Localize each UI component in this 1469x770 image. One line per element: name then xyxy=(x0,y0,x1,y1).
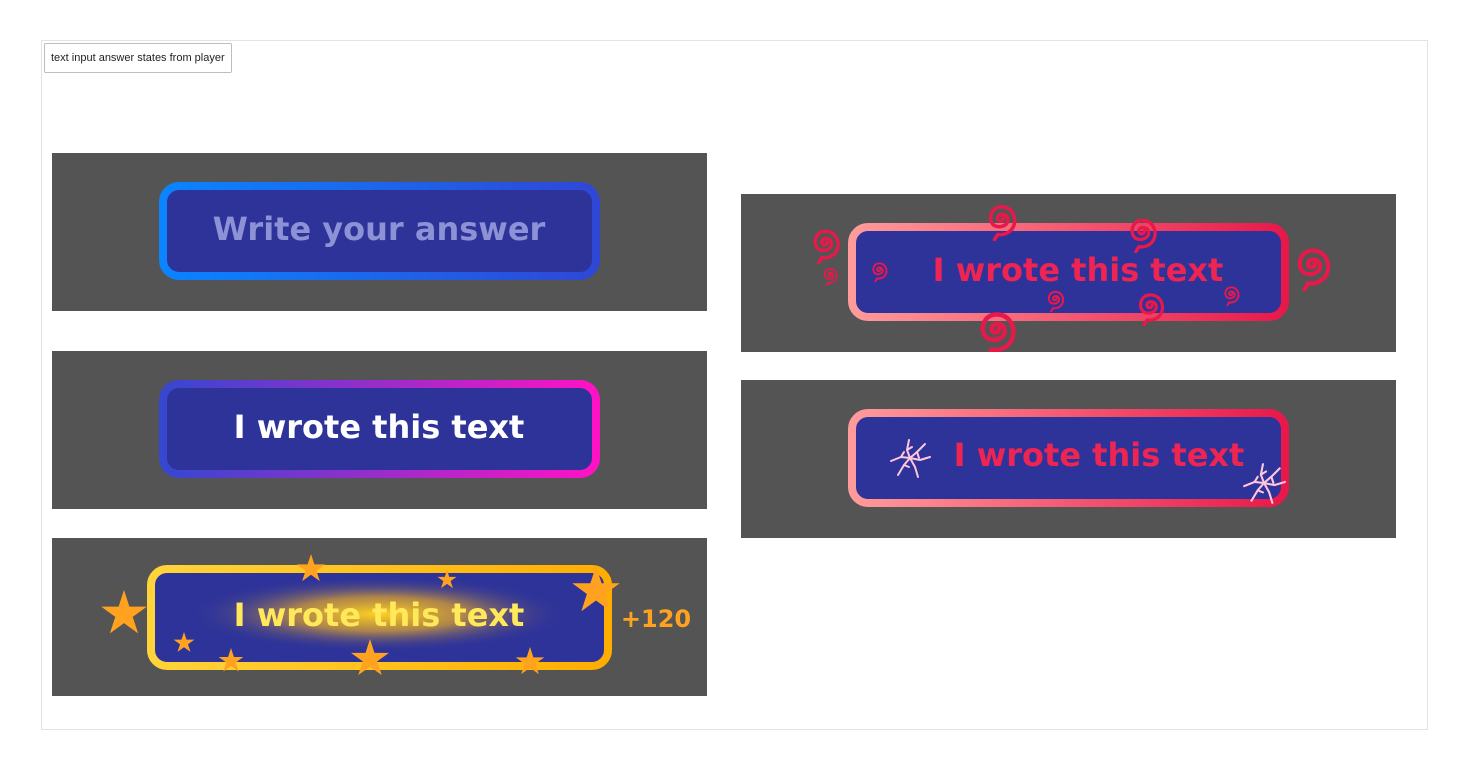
broken-state-graphic: I wrote this text xyxy=(848,409,1289,507)
wrong-answer-input[interactable] xyxy=(848,223,1289,321)
wrong-answer-text: I wrote this text xyxy=(933,251,1224,289)
wrong-state-panel: I wrote this text xyxy=(741,194,1396,352)
typed-answer-text: I wrote this text xyxy=(234,408,525,446)
correct-state-panel: I wrote this text +120 xyxy=(52,538,707,696)
empty-answer-placeholder: Write your answer xyxy=(213,210,546,248)
broken-state-panel: I wrote this text xyxy=(741,380,1396,538)
spiral-icon xyxy=(1300,251,1328,290)
empty-answer-input[interactable] xyxy=(159,182,600,280)
empty-state-panel: Write your answer xyxy=(52,153,707,311)
spiral-icon xyxy=(823,268,838,286)
typed-state-graphic: I wrote this text xyxy=(159,380,600,478)
correct-state-graphic: I wrote this text +120 xyxy=(101,554,691,676)
star-icon xyxy=(101,590,147,634)
typed-answer-input[interactable] xyxy=(159,380,600,478)
broken-answer-input[interactable] xyxy=(848,409,1289,507)
score-bonus-label: +120 xyxy=(621,605,691,633)
correct-answer-text: I wrote this text xyxy=(234,596,525,634)
empty-state-graphic: Write your answer xyxy=(159,182,600,280)
frame-label: text input answer states from player xyxy=(44,43,232,73)
spiral-icon xyxy=(813,229,840,264)
broken-answer-text: I wrote this text xyxy=(954,436,1245,474)
wrong-state-graphic: I wrote this text xyxy=(813,205,1396,352)
typed-state-panel: I wrote this text xyxy=(52,351,707,509)
correct-glow xyxy=(189,576,569,652)
